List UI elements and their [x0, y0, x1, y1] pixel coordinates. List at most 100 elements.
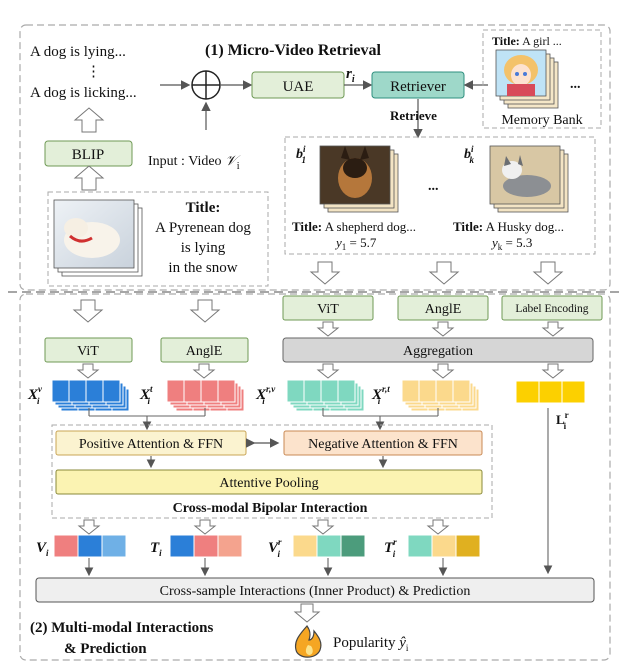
output-cell-tr [431, 534, 457, 558]
down-arrow-icon [426, 519, 450, 535]
down-arrow-icon [541, 321, 565, 337]
cross-sample-box [35, 577, 595, 603]
section2-title-line-1: (2) Multi-modal Interactions [30, 620, 213, 636]
popularity-label: Popularity ŷi [333, 635, 409, 653]
retrieved-k-images [489, 145, 569, 213]
down-arrow-icon [428, 261, 460, 285]
output-cell-t [169, 534, 195, 558]
cross-sample-label: Cross-sample Interactions (Inner Product… [160, 584, 471, 599]
down-arrow-icon [316, 363, 340, 379]
output-cell-v [53, 534, 79, 558]
angle-box [160, 337, 249, 363]
down-arrow-icon [293, 603, 321, 623]
feature-stacks [51, 379, 586, 412]
query-title-line-2: is lying [181, 240, 226, 256]
memory-bank-frame [482, 29, 602, 129]
retrieve-label: Retrieve [390, 108, 437, 123]
retrieved-1-images [319, 145, 399, 213]
caption-line-1: A dog is lying... [30, 44, 126, 60]
down-arrow-icon [77, 519, 101, 535]
retrieval-frame [19, 24, 611, 291]
query-title-label: Title: [186, 200, 221, 216]
output-cell-tr [455, 534, 481, 558]
up-arrow-icon [73, 107, 105, 133]
feature-cell-lr [561, 380, 586, 404]
feature-cell-lr [538, 380, 563, 404]
feature-cell-xrt [435, 379, 454, 403]
feature-cell-xrt [401, 379, 420, 403]
angle-box-2 [397, 295, 489, 321]
angle-label-2: AnglE [425, 302, 462, 317]
retrieved-middle-dots: ... [428, 179, 439, 194]
bipolar-label: Cross-modal Bipolar Interaction [173, 501, 368, 516]
attentive-pooling-label: Attentive Pooling [219, 476, 318, 491]
input-video-label: Input : Video 𝒱i [148, 154, 241, 172]
angle-label: AnglE [186, 344, 223, 359]
feature-cell-xv [51, 379, 70, 403]
label-encoding-box [501, 295, 603, 321]
retrieved-1-score: y1 = 5.7 [334, 235, 377, 252]
bipolar-frame [51, 424, 493, 519]
vit-label-2: ViT [317, 302, 339, 317]
negative-attention-box [283, 430, 483, 456]
feature-cell-xv [102, 379, 121, 403]
output-label-t: Ti [150, 540, 162, 558]
feature-cell-lr [515, 380, 540, 404]
output-label-v: Vi [36, 540, 49, 558]
retrieved-frame [284, 136, 596, 255]
section1-title: (1) Micro-Video Retrieval [205, 42, 381, 59]
uae-label: UAE [283, 79, 314, 95]
concat-plus-icon [191, 70, 221, 100]
label-encoding-label: Label Encoding [515, 303, 588, 315]
feature-cell-xt [166, 379, 185, 403]
caption-vdots: ⋮ [86, 64, 101, 80]
feature-cell-xrv [286, 379, 305, 403]
down-arrow-icon [309, 261, 341, 285]
down-arrow-icon [541, 363, 565, 379]
down-arrow-icon [316, 321, 340, 337]
output-vectors [53, 534, 481, 558]
query-video-images [53, 199, 143, 277]
feature-cell-xt [200, 379, 219, 403]
down-arrow-icon [76, 363, 100, 379]
section2-title-line-2: & Prediction [64, 641, 147, 657]
down-arrow-icon [193, 519, 217, 535]
positive-attention-label: Positive Attention & FFN [79, 437, 223, 452]
output-cell-t [193, 534, 219, 558]
up-arrow-icon [73, 165, 105, 191]
down-arrow-icon [532, 261, 564, 285]
retriever-label: Retriever [390, 79, 446, 95]
output-cell-v [101, 534, 127, 558]
attentive-pooling-box [55, 469, 483, 495]
feature-cell-xv [68, 379, 87, 403]
down-arrow-icon [189, 299, 221, 323]
down-arrow-icon [311, 519, 335, 535]
feature-cell-xt [217, 379, 236, 403]
r-symbol: ri [346, 66, 355, 85]
fire-icon [294, 625, 322, 658]
aggregation-label: Aggregation [403, 344, 473, 359]
output-cell-vr [316, 534, 342, 558]
prediction-frame [19, 293, 611, 661]
output-cell-tr [407, 534, 433, 558]
memory-bank-images [495, 49, 559, 109]
caption-line-2: A dog is licking... [30, 85, 137, 101]
vit-label: ViT [77, 344, 99, 359]
feature-cell-xrv [320, 379, 339, 403]
output-cell-vr [292, 534, 318, 558]
feature-cell-xrv [303, 379, 322, 403]
down-arrow-icon [431, 321, 455, 337]
down-arrow-icon [192, 363, 216, 379]
feature-connectors [88, 408, 553, 575]
aggregation-box [282, 337, 594, 363]
memory-title: Title: A girl ... [492, 34, 562, 48]
output-cell-v [77, 534, 103, 558]
query-title-line-3: in the snow [168, 260, 237, 276]
